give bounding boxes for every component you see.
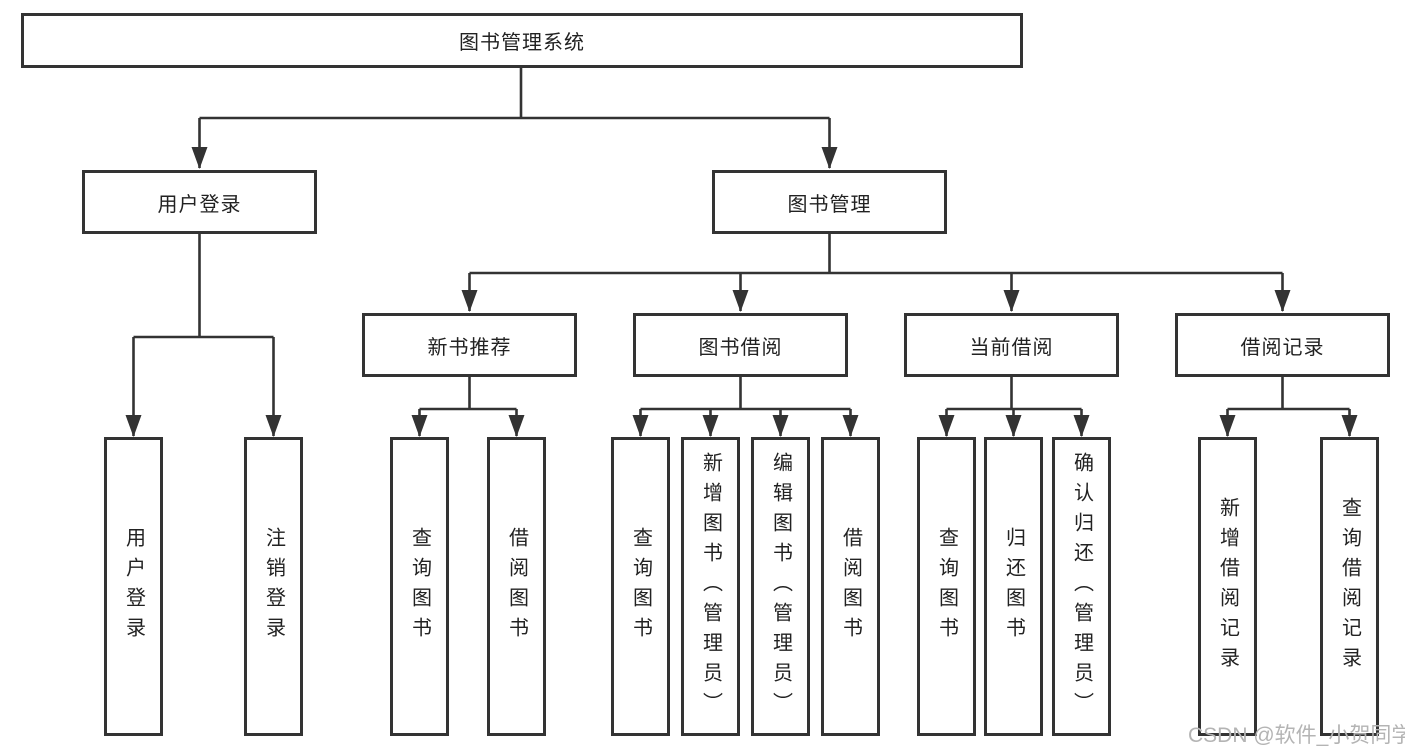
connector-borrow-records-stem	[1227, 377, 1350, 411]
node-new-book-recommend: 新书推荐	[362, 313, 577, 377]
leaf-logout: 注销登录	[244, 437, 303, 736]
leaf-query-books-3: 查询图书	[917, 437, 976, 736]
leaf-borrow-books-2: 借阅图书	[821, 437, 880, 736]
leaf-add-book-admin: 新增图书（管理员）	[681, 437, 740, 736]
leaf-return-books-label: 归还图书	[1002, 526, 1025, 647]
node-borrow-records-label: 借阅记录	[1240, 336, 1325, 359]
leaf-query-books-1-label: 查询图书	[408, 526, 431, 647]
leaf-edit-book-admin: 编辑图书（管理员）	[751, 437, 810, 736]
connector-new-book-stem	[419, 377, 517, 411]
leaf-add-book-admin-label: 新增图书（管理员）	[699, 451, 722, 722]
connector-user-login-stem	[133, 234, 274, 339]
node-new-book-recommend-label: 新书推荐	[427, 336, 512, 359]
node-book-management-label: 图书管理	[787, 193, 872, 216]
leaf-logout-label: 注销登录	[262, 526, 285, 647]
node-book-management: 图书管理	[712, 170, 947, 234]
leaf-return-books: 归还图书	[984, 437, 1043, 736]
leaf-add-borrow-record-label: 新增借阅记录	[1216, 496, 1239, 677]
leaf-query-borrow-record: 查询借阅记录	[1320, 437, 1379, 736]
leaf-add-borrow-record: 新增借阅记录	[1198, 437, 1257, 736]
leaf-query-borrow-record-label: 查询借阅记录	[1338, 496, 1361, 677]
node-current-borrow-label: 当前借阅	[969, 336, 1054, 359]
connector-book-management-stem	[469, 234, 1283, 275]
leaf-borrow-books-2-label: 借阅图书	[839, 526, 862, 647]
leaf-query-books-2: 查询图书	[611, 437, 670, 736]
node-user-login-label: 用户登录	[157, 193, 242, 216]
node-book-borrow: 图书借阅	[633, 313, 848, 377]
node-root-label: 图书管理系统	[459, 32, 585, 54]
watermark: CSDN @软件_小贺同学	[1188, 724, 1405, 747]
node-current-borrow: 当前借阅	[904, 313, 1119, 377]
node-book-borrow-label: 图书借阅	[698, 336, 783, 359]
leaf-borrow-books-1: 借阅图书	[487, 437, 546, 736]
leaf-borrow-books-1-label: 借阅图书	[505, 526, 528, 647]
node-root: 图书管理系统	[21, 13, 1023, 68]
node-user-login: 用户登录	[82, 170, 317, 234]
node-borrow-records: 借阅记录	[1175, 313, 1390, 377]
leaf-user-login: 用户登录	[104, 437, 163, 736]
leaf-user-login-label: 用户登录	[122, 526, 145, 647]
connector-current-borrow-stem	[946, 377, 1082, 411]
leaf-query-books-3-label: 查询图书	[935, 526, 958, 647]
leaf-query-books-2-label: 查询图书	[629, 526, 652, 647]
leaf-confirm-return-admin: 确认归还（管理员）	[1052, 437, 1111, 736]
leaf-confirm-return-admin-label: 确认归还（管理员）	[1070, 451, 1093, 722]
leaf-query-books-1: 查询图书	[390, 437, 449, 736]
leaf-edit-book-admin-label: 编辑图书（管理员）	[769, 451, 792, 722]
connector-book-borrow-stem	[640, 377, 851, 411]
